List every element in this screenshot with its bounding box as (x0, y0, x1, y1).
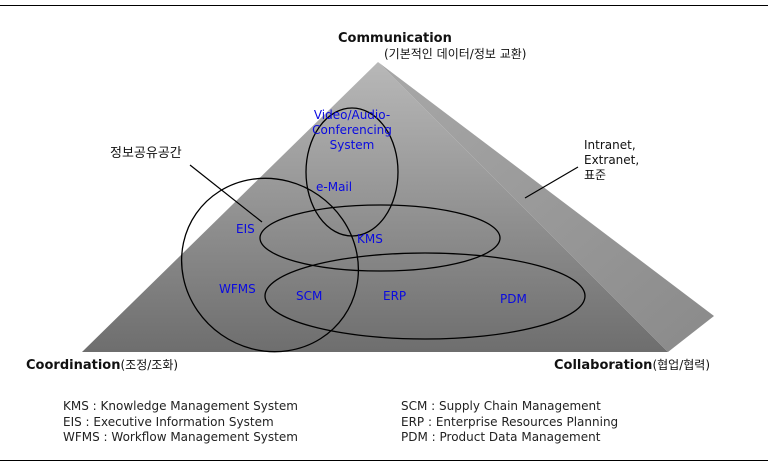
legend-left: KMS : Knowledge Management System EIS : … (63, 399, 298, 446)
legend-right: SCM : Supply Chain Management ERP : Ente… (401, 399, 618, 446)
intranet-line-2: Extranet, (584, 153, 640, 167)
vertex-coordination-sub: (조정/조화) (120, 358, 179, 372)
erp-ellipse (264, 252, 586, 340)
intranet-pointer (524, 166, 579, 199)
video-conferencing-label: Video/Audio- Conferencing System (312, 108, 392, 153)
video-line-1: Video/Audio- (313, 108, 391, 122)
intranet-label: Intranet, Extranet, 표준 (584, 138, 639, 183)
legend-pdm: PDM : Product Data Management (401, 430, 601, 444)
kms-ellipse (259, 204, 501, 272)
legend-scm: SCM : Supply Chain Management (401, 399, 601, 413)
vertex-collaboration: Collaboration(협업/협력) (554, 358, 710, 373)
info-sharing-ellipse (180, 177, 360, 353)
wfms-label: WFMS (219, 282, 256, 296)
legend-eis: EIS : Executive Information System (63, 414, 274, 429)
video-line-3: System (329, 138, 375, 152)
vertex-communication-sub: (기본적인 데이터/정보 교환) (384, 47, 527, 61)
legend-wfms: WFMS : Workflow Management System (63, 430, 298, 444)
eis-label: EIS (236, 222, 255, 236)
info-sharing-label: 정보공유공간 (110, 146, 182, 161)
scm-label: SCM (296, 289, 323, 303)
vertex-collaboration-sub: (협업/협력) (652, 358, 711, 372)
email-label: e-Mail (316, 180, 353, 194)
intranet-line-1: Intranet, (584, 138, 636, 152)
vertex-coordination: Coordination(조정/조화) (26, 358, 178, 373)
legend-erp: ERP : Enterprise Resources Planning (401, 414, 619, 429)
vertex-collaboration-name: Collaboration (554, 358, 653, 373)
pyramid-front-face (82, 62, 668, 352)
vertex-coordination-name: Coordination (26, 358, 121, 373)
vertex-communication-name: Communication (338, 31, 452, 46)
vertex-communication: Communication (338, 31, 452, 46)
bottom-rule (0, 460, 768, 461)
legend-kms: KMS : Knowledge Management System (63, 399, 298, 413)
intranet-line-3: 표준 (584, 168, 607, 182)
pyramid-side-face (378, 62, 714, 352)
kms-label: KMS (357, 232, 383, 246)
erp-label: ERP (383, 289, 407, 303)
video-line-2: Conferencing (312, 123, 392, 137)
pdm-label: PDM (500, 292, 527, 306)
info-sharing-pointer (189, 164, 263, 223)
top-rule (0, 5, 768, 6)
